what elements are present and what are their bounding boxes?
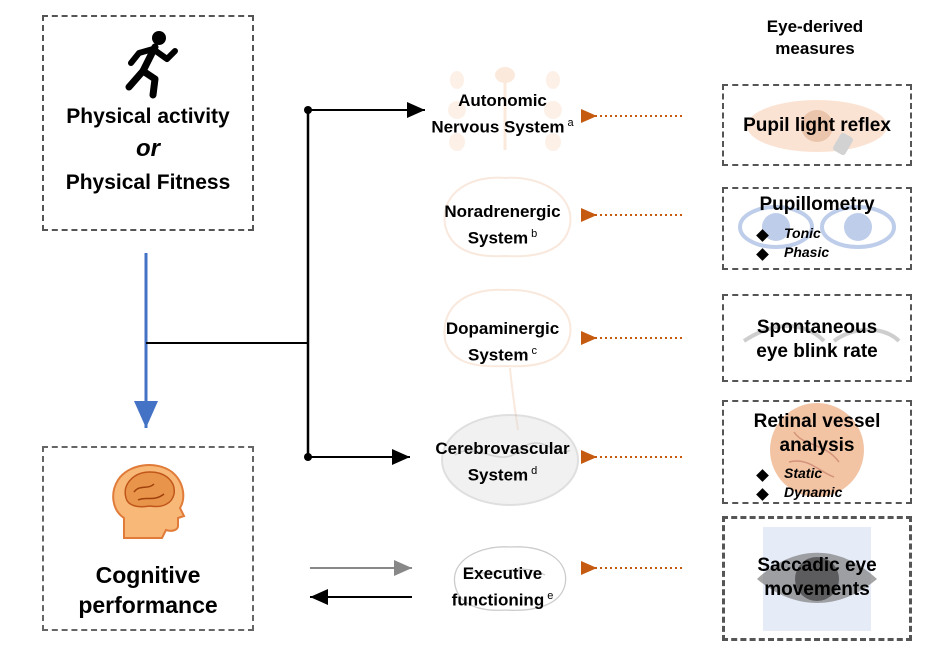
system-label: Dopaminergic System bbox=[445, 319, 560, 365]
measure-box-saccadic: Saccadic eye movements bbox=[722, 516, 912, 641]
physical-activity-box: Physical activity or Physical Fitness bbox=[42, 15, 254, 231]
system-label: Cerebrovascular System bbox=[435, 439, 570, 485]
eyes-illustration bbox=[738, 205, 896, 249]
eye-illustration bbox=[747, 100, 887, 156]
measure-label: Spontaneous eye blink rate bbox=[756, 317, 878, 362]
measure-label: Saccadic eye movements bbox=[757, 555, 877, 600]
superscript: b bbox=[531, 228, 538, 240]
measure-label: Retinal vessel analysis bbox=[753, 411, 881, 456]
superscript: c bbox=[531, 345, 537, 357]
measure-label: Pupil light reflex bbox=[743, 115, 891, 136]
system-label: Executive functioning bbox=[451, 564, 545, 610]
executive-illustration bbox=[453, 546, 567, 611]
eye-measures-heading: Eye-derived measures bbox=[766, 17, 864, 58]
physical-activity-label: Physical activity bbox=[66, 105, 230, 128]
measure-box-pupil-light-reflex: Pupil light reflex bbox=[722, 84, 912, 166]
superscript: e bbox=[547, 590, 554, 602]
cognitive-performance-label: Cognitive performance bbox=[78, 562, 218, 618]
physical-fitness-label: Physical Fitness bbox=[65, 171, 231, 194]
or-label: or bbox=[136, 135, 160, 162]
sub-item-static: Static bbox=[784, 465, 823, 481]
sub-item-dynamic: Dynamic bbox=[784, 484, 843, 500]
brain-illustrations bbox=[443, 176, 572, 431]
nervous-system-illustration bbox=[448, 67, 562, 151]
system-label: Noradrenergic System bbox=[444, 202, 561, 248]
sub-item-tonic: Tonic bbox=[784, 225, 821, 241]
superscript: a bbox=[567, 117, 574, 129]
retina-illustration bbox=[770, 403, 864, 497]
saccade-illustration bbox=[757, 527, 877, 631]
sub-item-phasic: Phasic bbox=[784, 244, 830, 260]
head-brain-icon bbox=[112, 464, 186, 539]
measure-box-retinal: Retinal vessel analysis Static Dynamic bbox=[722, 400, 912, 504]
measure-label: Pupillometry bbox=[759, 194, 875, 215]
system-label: Autonomic Nervous System bbox=[431, 91, 565, 137]
cognitive-performance-box: Cognitive performance bbox=[42, 446, 254, 631]
running-person-icon bbox=[125, 31, 178, 99]
blink-illustration bbox=[742, 324, 901, 343]
measure-box-pupillometry: Pupillometry Tonic Phasic bbox=[722, 187, 912, 270]
superscript: d bbox=[531, 465, 538, 477]
cerebrovascular-illustration bbox=[441, 414, 579, 506]
measure-box-blink-rate: Spontaneous eye blink rate bbox=[722, 294, 912, 382]
